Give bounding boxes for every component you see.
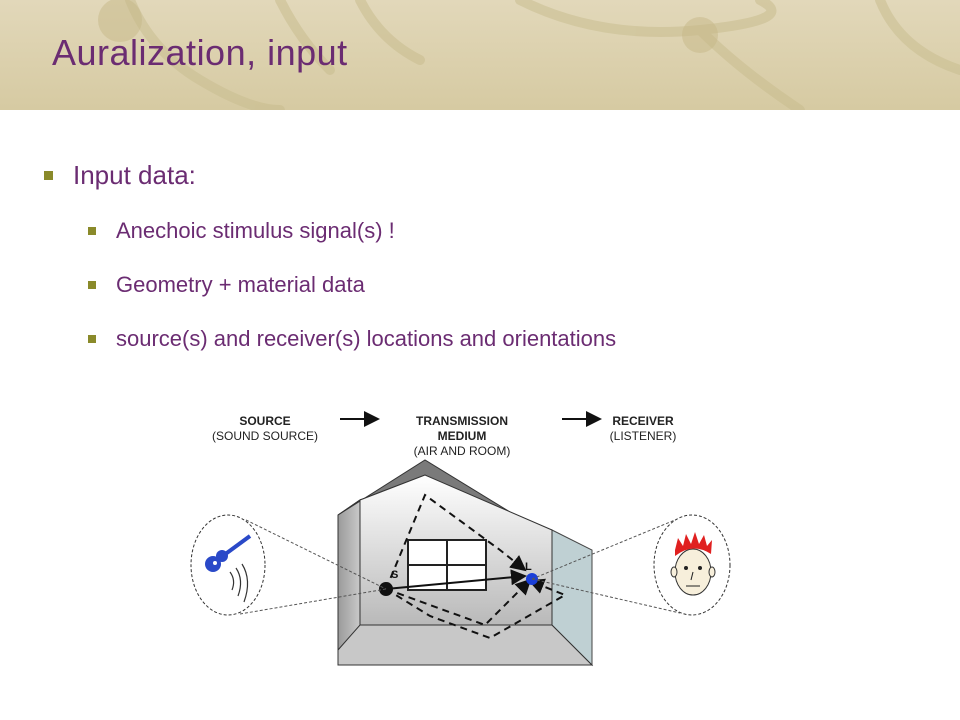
neuron-background-image	[98, 0, 960, 110]
source-point-label: S	[391, 569, 398, 581]
sub-bullet-anechoic: Anechoic stimulus signal(s) !	[88, 218, 395, 244]
medium-label: TRANSMISSION MEDIUM (AIR AND ROOM)	[413, 414, 511, 458]
slide-title: Auralization, input	[52, 32, 348, 73]
room-house-shape	[337, 459, 594, 667]
bullet-marker-icon	[44, 171, 53, 180]
bullet-marker-icon	[88, 335, 96, 343]
guitar-icon	[205, 534, 252, 603]
sub-bullet-locations: source(s) and receiver(s) locations and …	[88, 326, 616, 352]
listener-point-label: L	[525, 561, 532, 573]
bullet-input-data: Input data:	[44, 160, 196, 191]
bullet-text: Geometry + material data	[116, 272, 365, 297]
bullet-marker-icon	[88, 227, 96, 235]
header-banner: Auralization, input	[0, 0, 960, 110]
bullet-text: source(s) and receiver(s) locations and …	[116, 326, 617, 351]
bullet-list: Input data: Anechoic stimulus signal(s) …	[44, 160, 616, 352]
source-label: SOURCE (SOUND SOURCE)	[211, 414, 318, 443]
auralization-diagram: SOURCE (SOUND SOURCE) TRANSMISSION MEDIU…	[180, 400, 780, 700]
sub-bullet-geometry: Geometry + material data	[88, 272, 365, 298]
sound-paths	[385, 493, 568, 640]
receiver-label: RECEIVER (LISTENER)	[609, 414, 677, 443]
bullet-text: Anechoic stimulus signal(s) !	[116, 218, 395, 243]
diagram-graphics: S L	[190, 411, 731, 667]
bullet-marker-icon	[88, 281, 96, 289]
listener-head-icon	[670, 532, 716, 596]
bullet-text: Input data:	[73, 160, 196, 190]
